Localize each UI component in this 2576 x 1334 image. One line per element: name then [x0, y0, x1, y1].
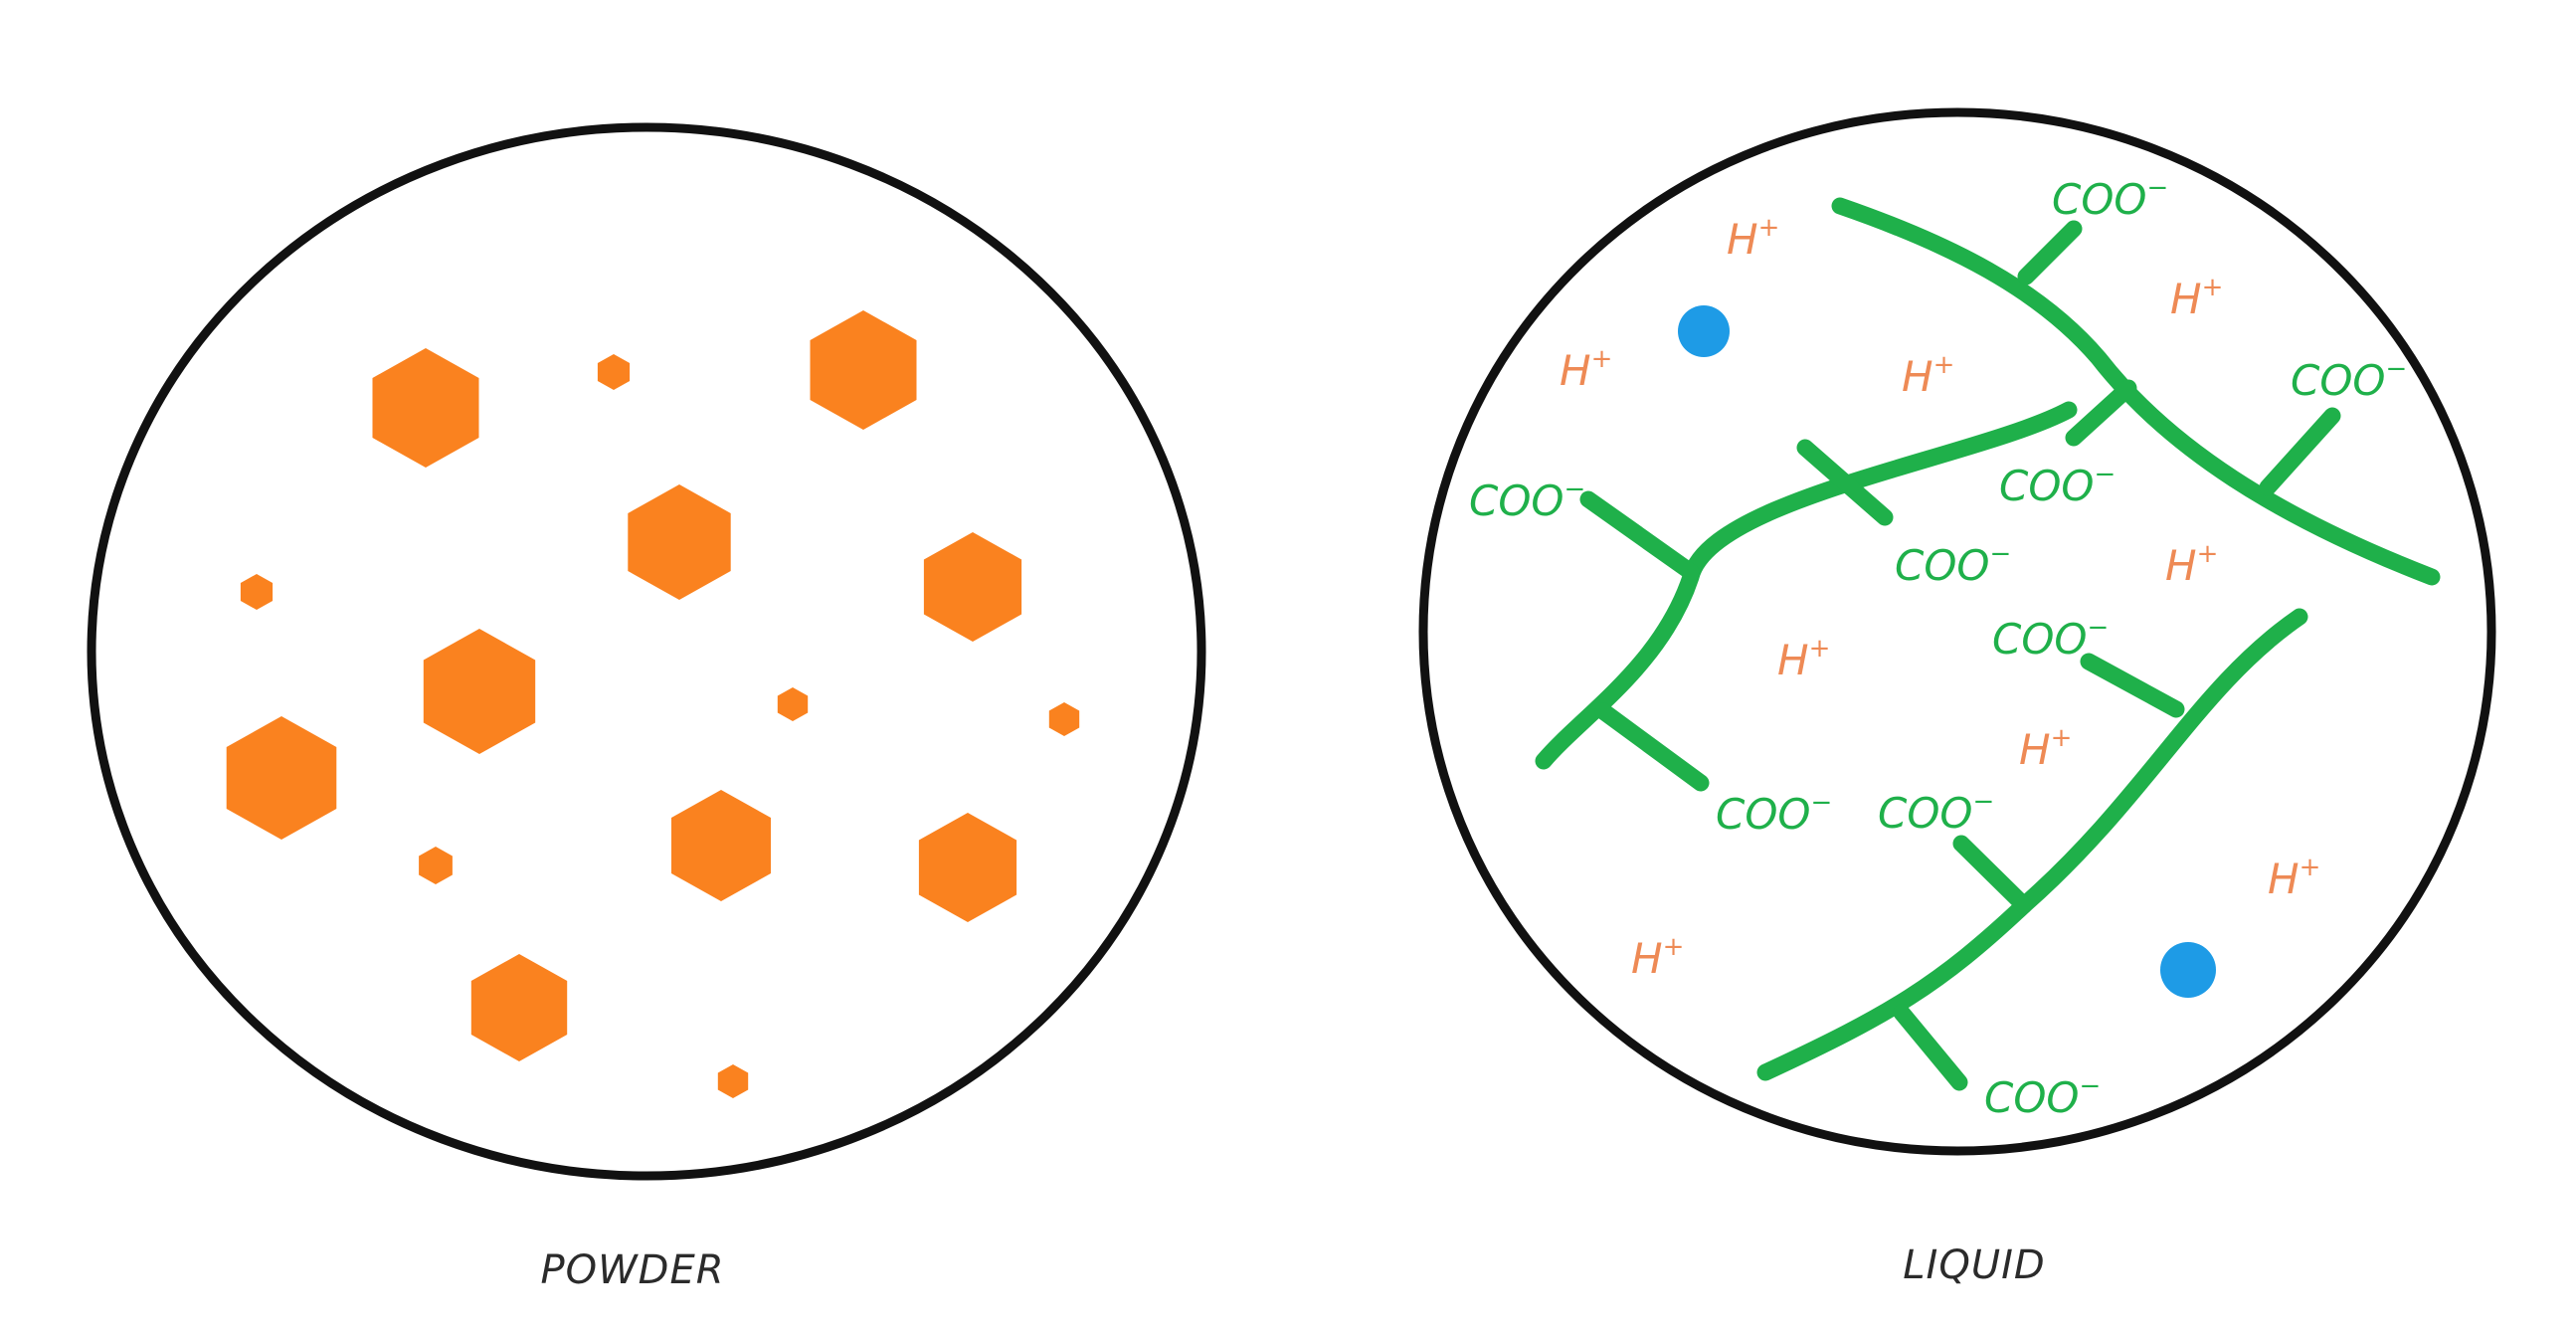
powder-circle: [87, 122, 1206, 1181]
polymer-chains: [1535, 197, 2441, 1091]
hexagon-crystal: [810, 310, 917, 430]
hexagon-crystal: [423, 629, 536, 754]
hexagon-crystal: [923, 532, 1022, 642]
h-plus-label: H+: [1902, 350, 1954, 401]
chain-1-branch-a: [2017, 220, 2083, 286]
h-plus-label: H+: [2268, 853, 2320, 903]
polymer-chain-3: [1756, 608, 2308, 1081]
crystal-group: [226, 310, 1080, 1098]
hexagon-crystal: [419, 847, 453, 884]
coo-label: COO−: [1716, 788, 1832, 839]
h-plus-label: H+: [2170, 273, 2223, 323]
chain-3-branch-c: [1893, 1004, 1968, 1091]
chain-3-branch-a: [2080, 653, 2185, 718]
blue-particle: [2160, 942, 2216, 998]
chain-2-branch-b: [1579, 490, 1700, 581]
chain-3-branch-b: [1952, 835, 2033, 914]
hexagon-crystal: [597, 354, 631, 390]
hexagon-crystal: [671, 790, 771, 901]
coo-label: COO−: [2291, 354, 2407, 405]
powder-caption: POWDER: [540, 1247, 724, 1293]
hexagon-crystal: [1048, 702, 1080, 736]
polymer-chain-2: [1535, 401, 2078, 770]
coo-label: COO−: [1895, 539, 2011, 590]
h-plus-label: H+: [1727, 213, 1779, 264]
chain-2-branch-c: [1594, 702, 1710, 792]
hexagon-crystal: [918, 813, 1017, 922]
polymer-chain-1: [1831, 197, 2441, 586]
h-plus-label: H+: [1777, 634, 1830, 684]
hexagon-crystal: [226, 716, 337, 840]
hexagon-crystal: [470, 954, 568, 1061]
particles: [1678, 305, 2216, 998]
coo-label: COO−: [2052, 173, 2168, 224]
carboxylate-labels: COO− COO− COO− COO− COO− COO− COO− COO− …: [1469, 173, 2407, 1122]
proton-labels: H+ H+ H+ H+ H+ H+ H+ H+ H+: [1560, 213, 2320, 983]
h-plus-label: H+: [1560, 344, 1612, 395]
liquid-caption: LIQUID: [1903, 1242, 2045, 1288]
hexagon-crystal: [240, 574, 274, 610]
liquid-circle: [1418, 107, 2496, 1156]
coo-label: COO−: [1878, 787, 1994, 838]
coo-label: COO−: [1469, 475, 1585, 525]
hexagon-crystal: [717, 1064, 749, 1098]
coo-label: COO−: [1984, 1071, 2101, 1122]
chain-2-branch-a: [1796, 439, 1894, 526]
h-plus-label: H+: [2165, 539, 2218, 590]
chain-1-branch-b: [2065, 379, 2137, 447]
blue-particle: [1678, 305, 1730, 357]
coo-label: COO−: [1999, 460, 2116, 510]
hexagon-crystal: [372, 348, 479, 468]
liquid-panel: COO− COO− COO− COO− COO− COO− COO− COO− …: [1418, 107, 2496, 1288]
h-plus-label: H+: [1631, 932, 1684, 983]
chain-1-branch-c: [2259, 407, 2341, 496]
powder-panel: POWDER: [87, 122, 1206, 1293]
hexagon-crystal: [628, 484, 731, 600]
hexagon-crystal: [777, 687, 809, 721]
h-plus-label: H+: [2019, 723, 2072, 774]
coo-label: COO−: [1992, 613, 2109, 664]
